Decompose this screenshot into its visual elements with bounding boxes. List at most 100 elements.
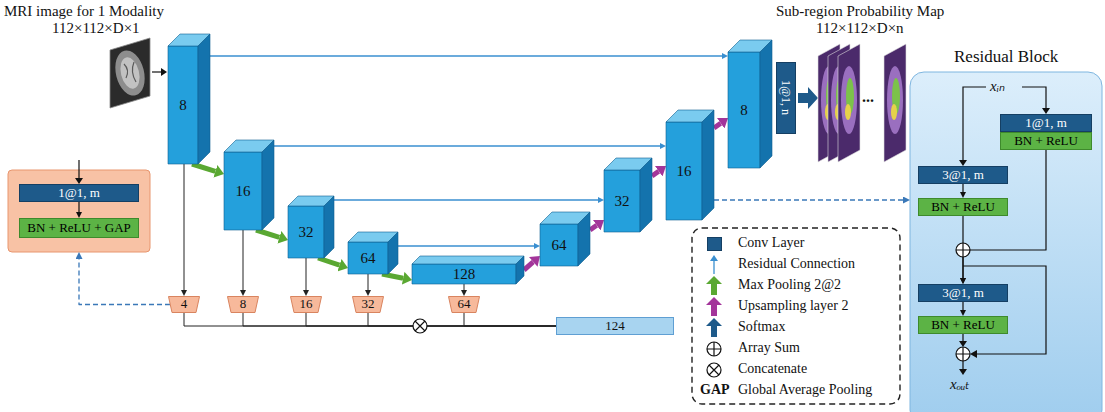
node-label: 64 [552, 237, 567, 254]
conv-layer: 1@1, m [1000, 114, 1092, 132]
bn-relu-layer: BN + ReLU [918, 198, 1008, 216]
legend-text: Global Average Pooling [738, 382, 872, 400]
conv-layer: 3@1, m [918, 166, 1008, 184]
node-label: 16 [300, 297, 313, 311]
concatenate-line [368, 313, 556, 326]
legend-text: Concatenate [738, 361, 807, 379]
array-sum-symbol [956, 347, 970, 361]
dimension: 112×112×D×1 [52, 20, 140, 39]
flow-arrow [78, 202, 79, 212]
gap-box: 8 [227, 296, 259, 313]
node-label: 64 [458, 297, 471, 311]
node-label: BN + ReLU [931, 200, 995, 214]
flow-arrow [962, 302, 963, 310]
conv-block: 64 [348, 232, 398, 274]
gap-box: 16 [290, 296, 322, 313]
conv-block: 16 [666, 110, 714, 220]
node-label: 4 [181, 297, 188, 311]
skip-connection [334, 199, 598, 200]
legend-text: Upsampling layer 2 [738, 298, 848, 316]
bn-relu-layer: BN + ReLU [918, 316, 1008, 334]
upsampling-arrow [590, 225, 597, 230]
legend-samples [706, 255, 722, 377]
node-label: 32 [362, 297, 375, 311]
conv-block: 64 [540, 212, 590, 266]
panel-heading: Residual Block [954, 48, 1058, 69]
legend-symbol: GAP [700, 382, 730, 400]
detail-link [714, 199, 903, 200]
legend-text: Softmax [738, 319, 785, 337]
block-cuboid [728, 40, 772, 168]
gap-panel-ground [8, 170, 150, 252]
node-label: BN + ReLU [1014, 134, 1078, 148]
module-panel: 1@1, m BN + ReLU + GAP [8, 170, 150, 252]
gap-arrow [243, 230, 244, 290]
skip-connection [274, 145, 660, 146]
block-cuboid [168, 34, 210, 164]
input-arrow [152, 68, 167, 76]
softmax-arrow [798, 87, 818, 109]
figure-heading: MRI image for 1 Modality [4, 3, 164, 22]
gap-box: 32 [352, 296, 384, 313]
node-label: 16 [677, 163, 692, 180]
legend-text: Max Pooling 2@2 [738, 277, 841, 295]
node-label: 1@1, n [779, 80, 792, 115]
skip-connection [398, 245, 534, 246]
skip-connection [210, 55, 722, 56]
concatenate-line [243, 313, 556, 326]
bn-relu-layer: BN + ReLU [1000, 132, 1092, 150]
node-label: 1@1, m [1025, 116, 1067, 130]
dimension: 112×112×D×n [816, 20, 904, 39]
legend-text: Array Sum [738, 340, 800, 358]
mri-slice [110, 38, 150, 108]
legend-text: Residual Connection [738, 256, 855, 274]
legend-swatch [707, 237, 722, 251]
node-label: 8 [240, 297, 247, 311]
feature-vector: 124 [556, 317, 674, 335]
conv-block: 32 [604, 158, 652, 232]
node-label: 128 [453, 266, 476, 283]
conv-block: 8 [728, 40, 772, 168]
upsampling-arrow [714, 123, 721, 128]
flow-arrow [962, 184, 963, 192]
figure-heading: Sub-region Probability Map [776, 3, 944, 22]
max-pooling-arrow [192, 164, 215, 171]
conv-block: 128 [412, 256, 524, 284]
gap-arrow [306, 258, 307, 290]
residual-panel-ground [910, 72, 1102, 412]
array-sum-symbol [956, 243, 970, 257]
probability-map-slices [818, 44, 906, 162]
node-label: 8 [740, 102, 748, 119]
node-label: 32 [615, 193, 630, 210]
concatenate-line [464, 313, 556, 326]
concatenate-symbol [413, 319, 427, 333]
conv-layer: 3@1, m [918, 284, 1008, 302]
signal-name: xₒᵤₜ [950, 376, 970, 395]
module-panel: Residual Block xᵢₙ xₒᵤₜ 1@1, m BN + ReLU 3@1,… [910, 48, 1102, 412]
node-label: 16 [236, 183, 251, 200]
max-pooling-arrow [318, 258, 339, 265]
gap-box: 64 [448, 296, 480, 313]
legend-text: Conv Layer [738, 235, 804, 253]
upsampling-arrow [652, 171, 659, 176]
bn-relu-layer: BN + ReLU + GAP [19, 218, 139, 238]
gap-arrow [464, 284, 465, 290]
gap-box: 4 [168, 296, 200, 313]
signal-name: xᵢₙ [990, 78, 1005, 97]
node-label: 1@1, m [58, 186, 100, 200]
output-conv-layer: 1@1, n [776, 62, 796, 134]
conv-layer: 1@1, m [19, 184, 139, 202]
node-label: 3@1, m [942, 168, 984, 182]
gap-arrow [184, 164, 185, 290]
conv-block: 16 [224, 140, 274, 230]
concatenate-line [184, 313, 556, 326]
node-label: BN + ReLU [931, 318, 995, 332]
conv-block: 32 [288, 196, 334, 258]
gap-panel-input-arrow [75, 160, 83, 184]
node-label: 124 [605, 319, 625, 333]
node-label: BN + ReLU + GAP [27, 221, 131, 235]
node-label: 32 [299, 224, 314, 241]
gap-arrow [368, 274, 369, 290]
node-label: 3@1, m [942, 286, 984, 300]
